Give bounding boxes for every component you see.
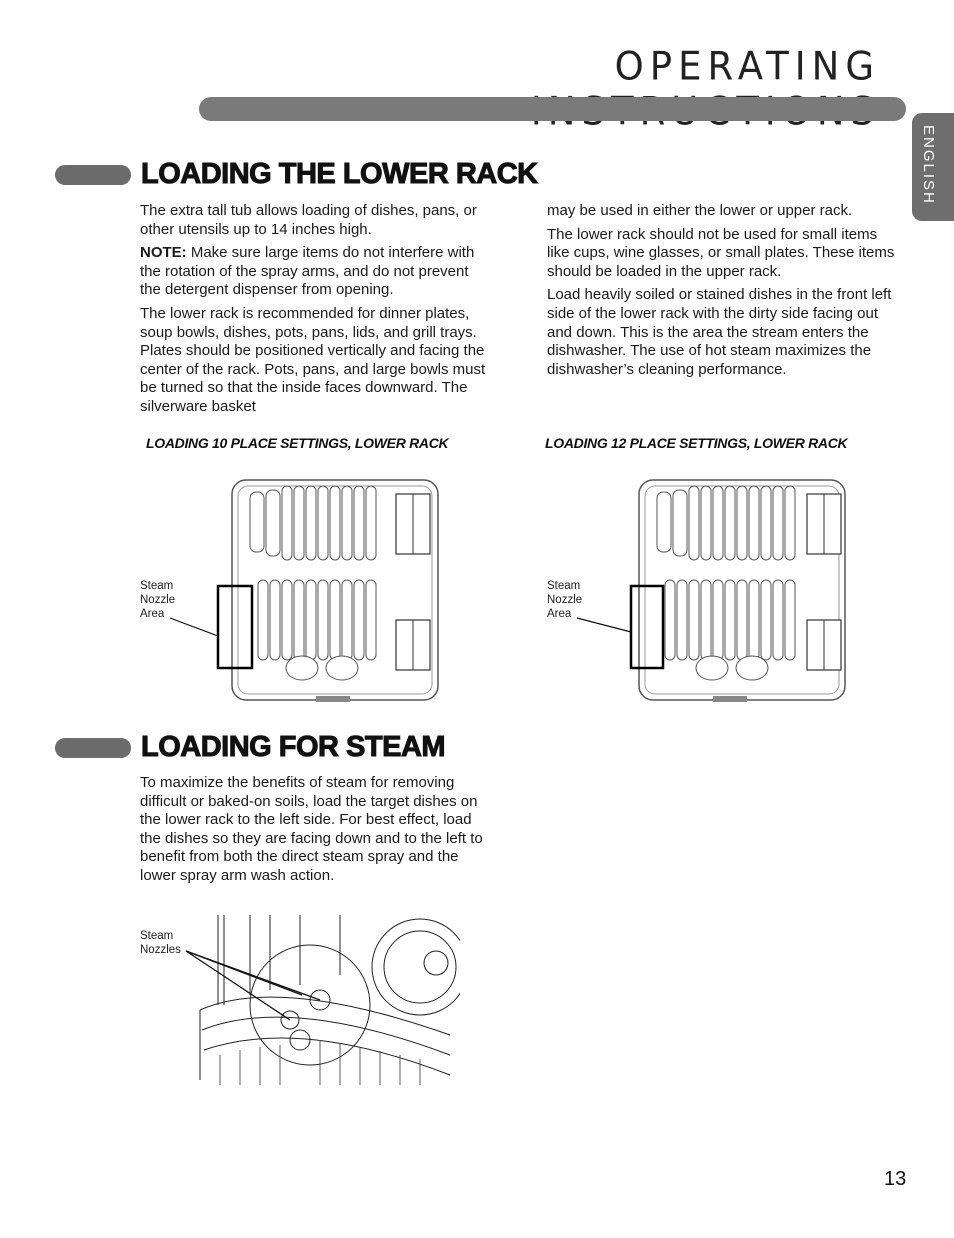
steam-nozzle-area-label: Steam Nozzle Area xyxy=(547,580,583,620)
section-heading-lower-rack: LOADING THE LOWER RACK xyxy=(141,158,539,191)
steam-nozzle-area-label: Steam Nozzle Area xyxy=(140,580,176,620)
steam-nozzles-illustration xyxy=(185,915,460,1085)
language-tab-label: ENGLISH xyxy=(920,125,937,205)
note-paragraph: NOTE: Make sure large items do not inter… xyxy=(140,244,490,300)
section-marker xyxy=(55,165,131,185)
page-number: 13 xyxy=(884,1168,907,1190)
figure-caption-10-settings: LOADING 10 PLACE SETTINGS, LOWER RACK xyxy=(146,435,449,451)
note-label: NOTE: xyxy=(140,244,187,262)
figure-caption-12-settings: LOADING 12 PLACE SETTINGS, LOWER RACK xyxy=(545,435,848,451)
paragraph: The lower rack is recommended for dinner… xyxy=(140,304,486,415)
language-tab: ENGLISH xyxy=(912,113,954,221)
paragraph: To maximize the benefits of steam for re… xyxy=(140,774,483,884)
section-heading-steam: LOADING FOR STEAM xyxy=(140,731,446,764)
note-text: Make sure large items do not interfere w… xyxy=(140,244,475,299)
lower-rack-right-column: may be used in either the lower or upper… xyxy=(547,202,899,384)
steam-section-body: To maximize the benefits of steam for re… xyxy=(140,774,490,891)
section-marker xyxy=(55,738,131,758)
lower-rack-12-settings-illustration xyxy=(576,479,846,702)
paragraph: The extra tall tub allows loading of dis… xyxy=(140,202,477,238)
paragraph: may be used in either the lower or upper… xyxy=(547,202,853,219)
lower-rack-10-settings-illustration xyxy=(169,479,439,702)
lower-rack-left-column: The extra tall tub allows loading of dis… xyxy=(140,202,490,422)
title-bar xyxy=(199,97,906,121)
paragraph: The lower rack should not be used for sm… xyxy=(547,225,895,280)
steam-nozzles-label: Steam Nozzles xyxy=(140,930,181,956)
paragraph: Load heavily soiled or stained dishes in… xyxy=(547,286,892,378)
